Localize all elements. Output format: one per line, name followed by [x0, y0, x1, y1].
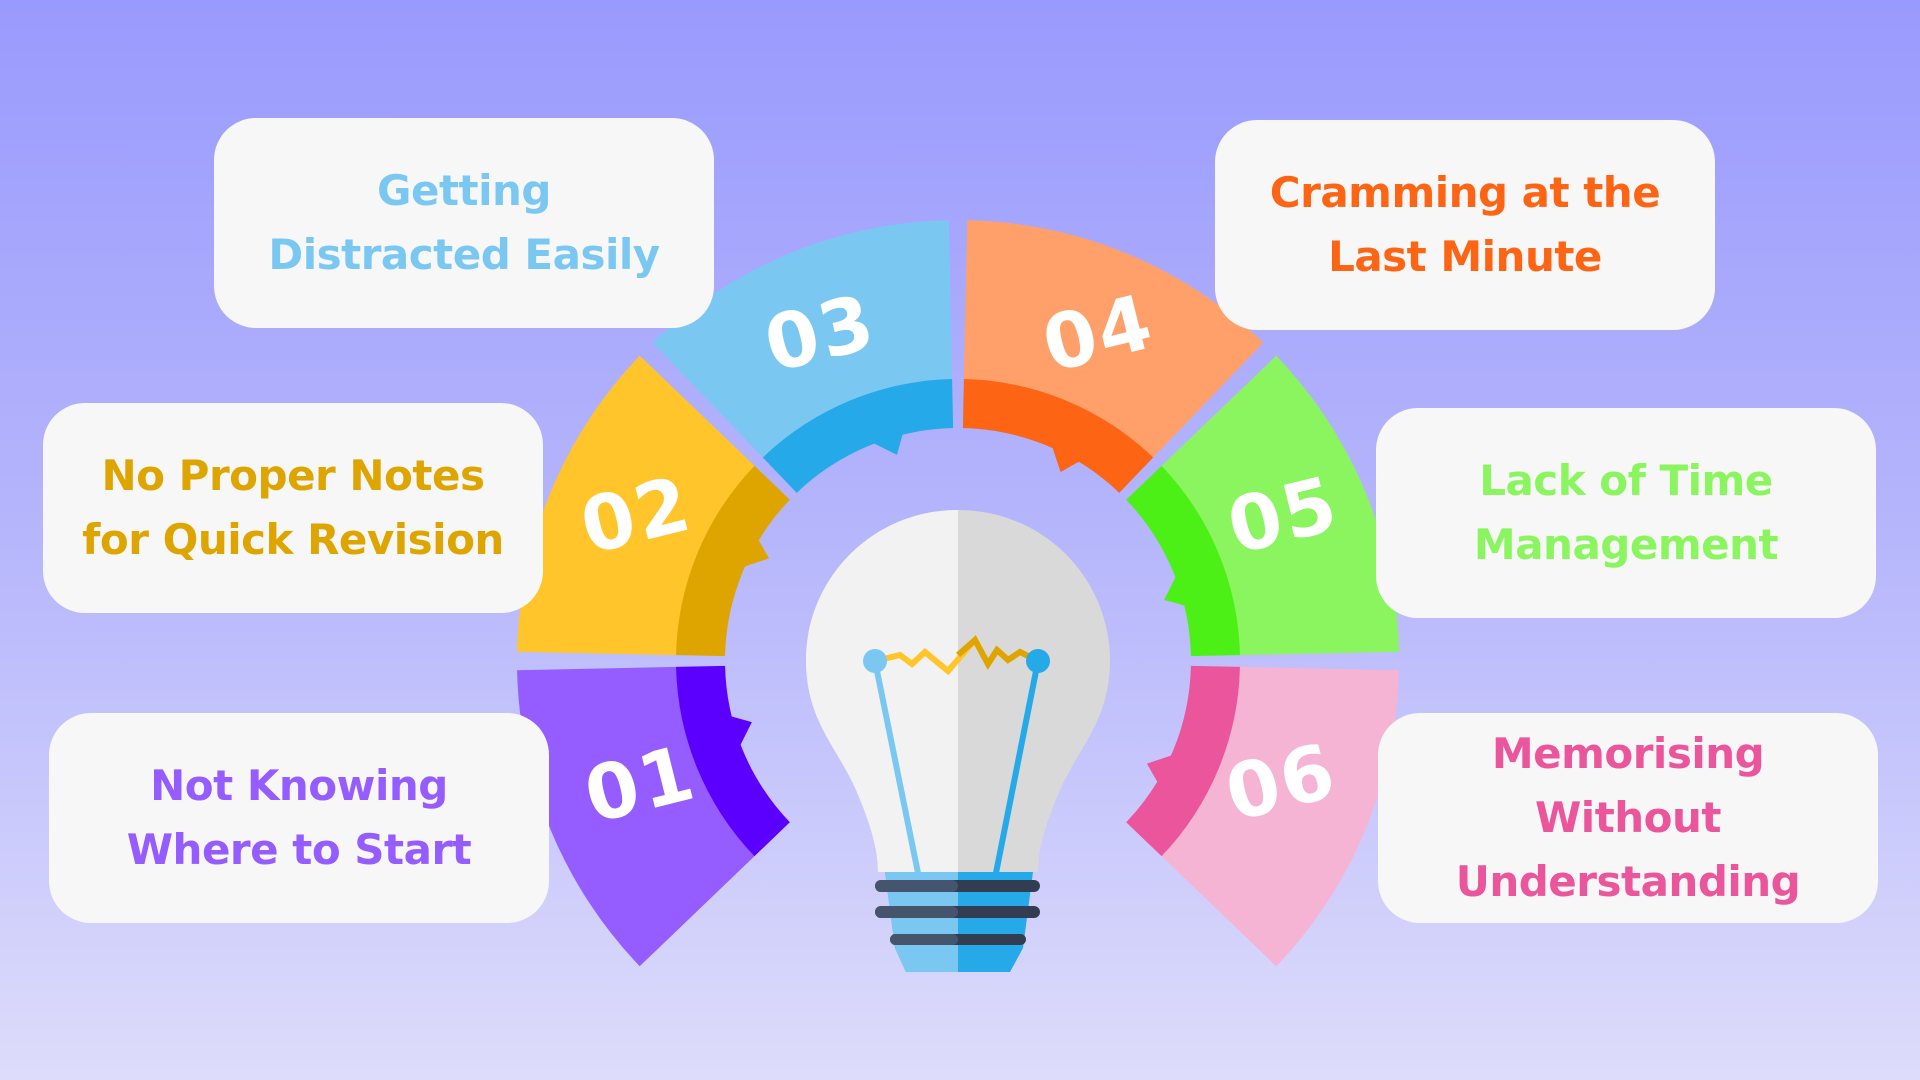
- card-line: Where to Start: [126, 825, 472, 874]
- sector-band-03: [762, 379, 954, 493]
- card-line: No Proper Notes: [101, 451, 485, 500]
- sector-band-02: [676, 465, 790, 657]
- card-line: Not Knowing: [150, 761, 448, 810]
- card-line: Last Minute: [1328, 232, 1602, 281]
- sector-notch-06: [1146, 754, 1174, 784]
- card-line: Memorising: [1491, 729, 1765, 778]
- sector-03: [652, 220, 953, 459]
- sector-band-01: [676, 665, 790, 857]
- card-line: Management: [1473, 520, 1779, 569]
- sector-06: [1160, 666, 1399, 967]
- sector-notch-05: [1164, 574, 1187, 607]
- sector-notch-04: [1051, 445, 1081, 473]
- lightbulb-icon: [806, 510, 1110, 972]
- sector-band-04: [962, 379, 1154, 493]
- card-time-management: Lack of Time Management: [1376, 408, 1876, 618]
- card-getting-distracted: Getting Distracted Easily: [214, 118, 714, 328]
- sector-ring: [517, 220, 1399, 967]
- sector-notch-01: [729, 715, 752, 748]
- card-line: Getting: [377, 166, 551, 215]
- sector-band-06: [1126, 665, 1240, 857]
- sector-04: [963, 220, 1264, 459]
- card-memorising: Memorising Without Understanding: [1378, 713, 1878, 923]
- card-line: Distracted Easily: [268, 230, 660, 279]
- sector-05: [1160, 355, 1399, 656]
- sector-notch-03: [871, 432, 904, 455]
- card-no-proper-notes: No Proper Notes for Quick Revision: [43, 403, 543, 613]
- sector-notch-02: [742, 538, 770, 568]
- sector-band-05: [1126, 465, 1240, 657]
- card-not-knowing-where-to-start: Not Knowing Where to Start: [49, 713, 549, 923]
- card-line: Without: [1534, 793, 1722, 842]
- card-cramming: Cramming at the Last Minute: [1215, 120, 1715, 330]
- sector-02: [517, 355, 756, 656]
- card-line: Understanding: [1455, 857, 1801, 906]
- card-line: Lack of Time: [1479, 456, 1773, 505]
- card-line: for Quick Revision: [82, 515, 504, 564]
- sector-01: [517, 666, 756, 967]
- card-line: Cramming at the: [1269, 168, 1661, 217]
